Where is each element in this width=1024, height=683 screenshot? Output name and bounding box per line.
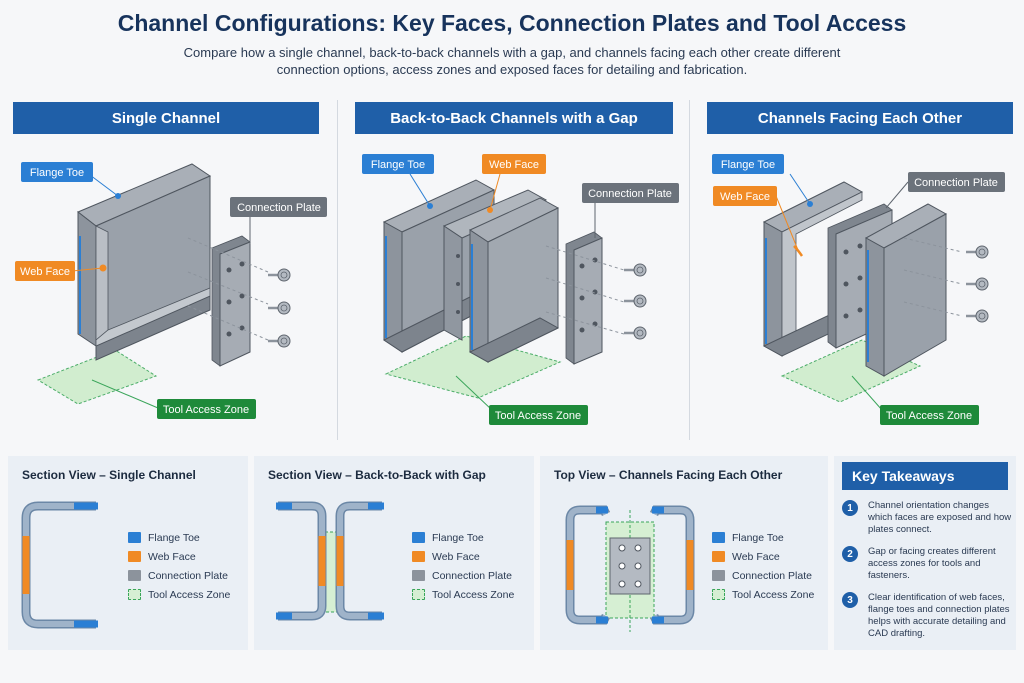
- section-title: Section View – Single Channel: [22, 468, 196, 482]
- channel-bottom-flange-top: [95, 287, 211, 347]
- takeaway-item: 1 Channel orientation changes which face…: [842, 500, 1012, 536]
- section-title: Section View – Back-to-Back with Gap: [268, 468, 486, 482]
- legend-swatch-web: [712, 551, 725, 562]
- page-subtitle: Compare how a single channel, back-to-ba…: [183, 45, 841, 77]
- label-flange-toe: Flange Toe: [30, 167, 84, 179]
- section-view-single: Section View – Single Channel Flange Toe…: [8, 456, 248, 650]
- legend-connection-plate: Connection Plate: [732, 569, 812, 582]
- tool-access-zone: [384, 335, 562, 399]
- legend-swatch-web: [412, 551, 425, 562]
- connection-plate-face: [219, 241, 251, 367]
- label-web-face: Web Face: [720, 191, 770, 203]
- takeaway-item: 2 Gap or facing creates different access…: [842, 546, 1012, 582]
- legend-swatch-plate: [412, 570, 425, 581]
- label-connection-plate: Connection Plate: [914, 177, 998, 189]
- label-tool-access-zone: Tool Access Zone: [495, 410, 581, 422]
- label-web-face: Web Face: [20, 266, 70, 278]
- legend-connection-plate: Connection Plate: [432, 569, 512, 582]
- legend-swatch-plate: [128, 570, 141, 581]
- panel-divider: [689, 100, 690, 440]
- label-connection-plate: Connection Plate: [588, 188, 672, 200]
- takeaway-text: Clear identification of web faces, flang…: [868, 592, 1010, 639]
- tool-access-zone: [36, 349, 158, 405]
- takeaway-item: 3 Clear identification of web faces, fla…: [842, 592, 1012, 640]
- label-connection-plate: Connection Plate: [237, 202, 321, 214]
- back-to-back-diagram: Flange Toe Web Face Connection Plate Too…: [362, 154, 679, 425]
- label-web-face: Web Face: [489, 159, 539, 171]
- key-takeaways-heading: Key Takeaways: [842, 462, 1008, 490]
- label-tool-access-zone: Tool Access Zone: [886, 410, 972, 422]
- takeaway-number: 3: [842, 592, 858, 608]
- label-flange-toe: Flange Toe: [371, 159, 425, 171]
- legend-swatch-zone: [412, 589, 425, 600]
- legend-web-face: Web Face: [148, 550, 196, 563]
- section-title: Top View – Channels Facing Each Other: [554, 468, 783, 482]
- label-flange-toe: Flange Toe: [721, 159, 775, 171]
- channel-inner-web: [95, 225, 109, 341]
- legend-swatch-plate: [712, 570, 725, 581]
- connection-plate-face: [573, 237, 603, 365]
- legend-flange-toe: Flange Toe: [148, 531, 200, 544]
- panel-heading-single: Single Channel: [13, 102, 319, 134]
- legend-tool-access-zone: Tool Access Zone: [432, 588, 515, 601]
- panel-heading-back-to-back: Back-to-Back Channels with a Gap: [355, 102, 673, 134]
- key-takeaways-panel: Key Takeaways 1 Channel orientation chan…: [834, 456, 1016, 650]
- top-view-facing: Top View – Channels Facing Each Other Fl…: [540, 456, 828, 650]
- legend-swatch-flange: [712, 532, 725, 543]
- legend-swatch-flange: [412, 532, 425, 543]
- isometric-diagrams: Flange Toe Web Face Connection Plate Too…: [15, 154, 1005, 425]
- section-view-back-to-back: Section View – Back-to-Back with Gap Fla…: [254, 456, 534, 650]
- legend-swatch-web: [128, 551, 141, 562]
- legend: Flange Toe Web Face Connection Plate Too…: [128, 528, 230, 604]
- legend-flange-toe: Flange Toe: [732, 531, 784, 544]
- legend-swatch-zone: [128, 589, 141, 600]
- legend-swatch-zone: [712, 589, 725, 600]
- single-channel-diagram: Flange Toe Web Face Connection Plate Too…: [15, 162, 327, 419]
- section-drawing: [21, 501, 98, 629]
- section-drawing: [565, 505, 695, 632]
- page-title: Channel Configurations: Key Faces, Conne…: [117, 10, 907, 36]
- legend: Flange Toe Web Face Connection Plate Too…: [412, 528, 514, 604]
- legend-tool-access-zone: Tool Access Zone: [732, 588, 815, 601]
- facing-channels-diagram: Flange Toe Web Face Connection Plate Too…: [712, 154, 1005, 425]
- legend-web-face: Web Face: [732, 550, 780, 563]
- label-tool-access-zone: Tool Access Zone: [163, 404, 249, 416]
- legend-tool-access-zone: Tool Access Zone: [148, 588, 231, 601]
- legend-connection-plate: Connection Plate: [148, 569, 228, 582]
- panel-divider: [337, 100, 338, 440]
- takeaway-text: Gap or facing creates different access z…: [868, 546, 996, 581]
- section-drawing: [276, 501, 384, 621]
- legend-web-face: Web Face: [432, 550, 480, 563]
- panel-heading-facing: Channels Facing Each Other: [707, 102, 1013, 134]
- legend: Flange Toe Web Face Connection Plate Too…: [712, 528, 814, 604]
- takeaway-text: Channel orientation changes which faces …: [868, 500, 1012, 535]
- legend-flange-toe: Flange Toe: [432, 531, 484, 544]
- takeaway-number: 2: [842, 546, 858, 562]
- takeaway-number: 1: [842, 500, 858, 516]
- legend-swatch-flange: [128, 532, 141, 543]
